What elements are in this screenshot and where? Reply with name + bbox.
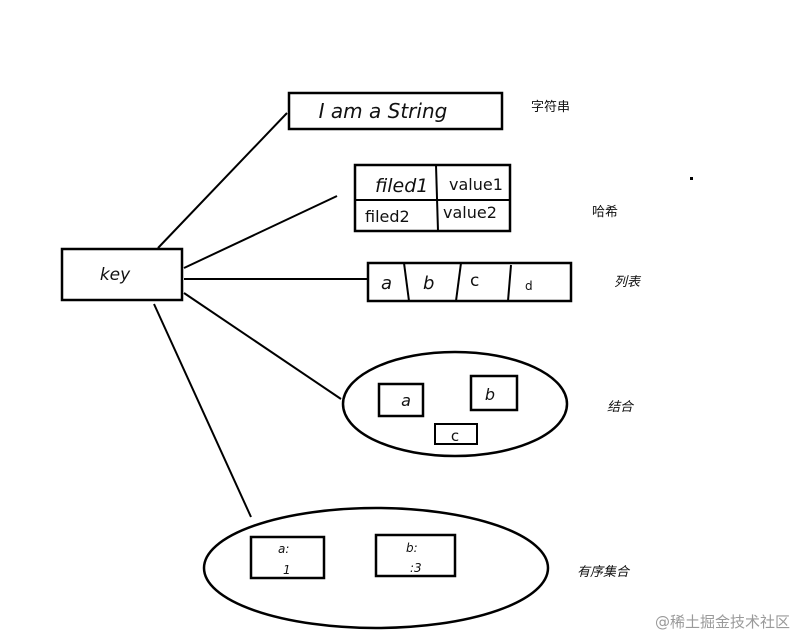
list-item-d: d (525, 279, 533, 293)
hash-field-2: filed2 (365, 207, 410, 226)
list-item-a: a (381, 273, 392, 294)
hash-node: filed1 value1 filed2 value2 哈希 (353, 163, 618, 233)
key-node: key (60, 247, 184, 302)
list-node: a b c d 列表 (366, 261, 642, 303)
watermark: @稀土掘金技术社区 (655, 613, 790, 631)
connector-hash (183, 195, 338, 269)
zset-type-label: 有序集合 (577, 565, 631, 580)
stray-dot (690, 177, 693, 180)
set-member-a: a (401, 391, 411, 410)
zset-member-a: a: (278, 542, 289, 556)
zset-member-b: b: (406, 541, 418, 555)
hash-value-1: value1 (449, 175, 503, 194)
hash-value-2: value2 (443, 203, 497, 222)
string-value: I am a String (319, 99, 448, 123)
connector-lines (153, 112, 368, 518)
zset-score-a: 1 (283, 563, 291, 577)
set-type-label: 结合 (607, 400, 635, 415)
hash-type-label: 哈希 (592, 205, 618, 220)
connector-zset (153, 303, 252, 518)
zset-score-b: :3 (410, 561, 422, 575)
key-label: key (100, 265, 131, 285)
list-item-c: c (470, 271, 479, 291)
set-member-b: b (485, 385, 495, 404)
list-type-label: 列表 (614, 275, 642, 290)
set-member-c: c (451, 427, 459, 445)
list-item-b: b (423, 273, 434, 294)
connector-string (157, 112, 288, 249)
set-node: a b c 结合 (341, 350, 635, 458)
string-node: I am a String 字符串 (287, 91, 570, 131)
connector-set (183, 292, 342, 400)
string-type-label: 字符串 (531, 99, 570, 115)
hash-field-1: filed1 (375, 175, 428, 197)
zset-node: a: 1 b: :3 有序集合 (202, 506, 631, 630)
